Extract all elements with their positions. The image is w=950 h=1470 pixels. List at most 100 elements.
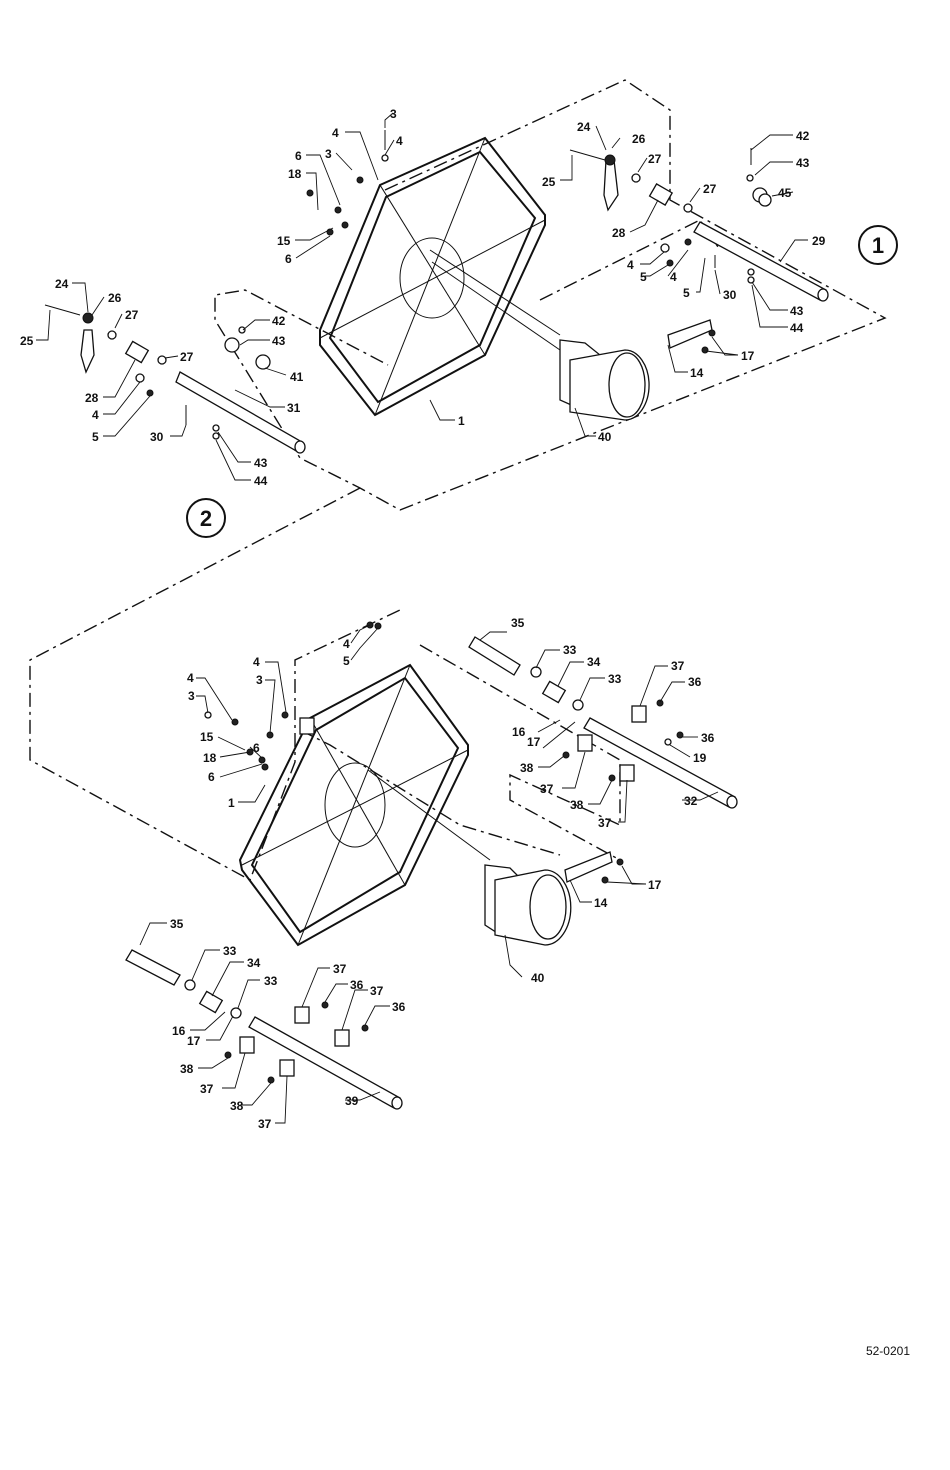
- part-label: 14: [594, 896, 608, 910]
- part-label: 38: [570, 798, 584, 812]
- part-label: 15: [277, 234, 291, 248]
- part-label: 6: [285, 252, 292, 266]
- part-label: 30: [150, 430, 164, 444]
- part-label: 38: [180, 1062, 194, 1076]
- part-label: 37: [258, 1117, 272, 1131]
- part-label: 36: [392, 1000, 406, 1014]
- boundary-line-assembly-3: [420, 645, 620, 860]
- part-label: 44: [790, 321, 804, 335]
- document-reference-number: 52-0201: [866, 1344, 910, 1358]
- lower-octagon-frame: [240, 665, 468, 945]
- part-label: 6: [253, 741, 260, 755]
- part-label: 28: [612, 226, 626, 240]
- part-label: 4: [343, 637, 350, 651]
- part-label: 33: [264, 974, 278, 988]
- part-label: 24: [55, 277, 69, 291]
- part-label: 33: [223, 944, 237, 958]
- part-label: 38: [520, 761, 534, 775]
- lower-frame-hardware: [205, 622, 381, 770]
- part-label: 30: [723, 288, 737, 302]
- boundary-line-assembly-2: [30, 488, 400, 880]
- part-label: 27: [180, 350, 194, 364]
- part-label: 32: [684, 794, 698, 808]
- upper-hardware-right: [570, 148, 771, 283]
- part-label: 33: [563, 643, 577, 657]
- part-label: 27: [703, 182, 717, 196]
- part-label: 37: [370, 984, 384, 998]
- part-label: 4: [187, 671, 194, 685]
- part-label: 1: [458, 414, 465, 428]
- part-label: 37: [540, 782, 554, 796]
- part-label: 17: [527, 735, 541, 749]
- part-label: 3: [188, 689, 195, 703]
- part-label: 6: [208, 770, 215, 784]
- part-label: 4: [92, 408, 99, 422]
- part-label: 4: [627, 258, 634, 272]
- part-label: 37: [598, 816, 612, 830]
- part-label: 6: [295, 149, 302, 163]
- part-label: 25: [20, 334, 34, 348]
- part-label: 25: [542, 175, 556, 189]
- part-label: 17: [648, 878, 662, 892]
- part-label: 38: [230, 1099, 244, 1113]
- upper-frame-hardware: [307, 130, 388, 235]
- part-label: 42: [272, 314, 286, 328]
- upper-bracket-14: [668, 320, 715, 353]
- part-label: 31: [287, 401, 301, 415]
- part-label: 43: [790, 304, 804, 318]
- upper-octagon-frame: [320, 138, 545, 415]
- part-label: 33: [608, 672, 622, 686]
- part-label: 1: [228, 796, 235, 810]
- part-label: 19: [693, 751, 707, 765]
- part-label: 29: [812, 234, 826, 248]
- assembly-callout-2-label: 2: [200, 506, 212, 531]
- part-label: 24: [577, 120, 591, 134]
- part-label: 35: [170, 917, 184, 931]
- boundary-line-assembly-4: [300, 730, 560, 855]
- part-label: 16: [512, 725, 526, 739]
- part-label: 40: [531, 971, 545, 985]
- upper-shaft-29: [694, 222, 828, 301]
- part-label: 35: [511, 616, 525, 630]
- part-label: 40: [598, 430, 612, 444]
- part-label: 3: [390, 107, 397, 121]
- part-label: 43: [254, 456, 268, 470]
- part-label: 18: [288, 167, 302, 181]
- part-label: 17: [187, 1034, 201, 1048]
- assembly-callout-2: 2: [187, 499, 225, 537]
- part-label: 4: [332, 126, 339, 140]
- lower-drive-tube-40: [368, 770, 571, 945]
- part-label: 14: [690, 366, 704, 380]
- part-label: 36: [701, 731, 715, 745]
- part-label: 41: [290, 370, 304, 384]
- assembly-callout-1-label: 1: [872, 233, 884, 258]
- part-label: 15: [200, 730, 214, 744]
- part-label: 36: [688, 675, 702, 689]
- part-label: 42: [796, 129, 810, 143]
- part-label: 3: [256, 673, 263, 687]
- part-label: 45: [778, 186, 792, 200]
- part-label: 3: [325, 147, 332, 161]
- part-label: 5: [343, 654, 350, 668]
- part-label: 27: [648, 152, 662, 166]
- part-label: 17: [741, 349, 755, 363]
- assembly-callout-1: 1: [859, 226, 897, 264]
- part-label: 27: [125, 308, 139, 322]
- part-label: 26: [632, 132, 646, 146]
- part-label: 43: [796, 156, 810, 170]
- part-label: 44: [254, 474, 268, 488]
- part-label: 4: [396, 134, 403, 148]
- part-label: 5: [92, 430, 99, 444]
- part-label: 37: [200, 1082, 214, 1096]
- part-label: 26: [108, 291, 122, 305]
- left-upper-hardware: [45, 305, 305, 453]
- part-label: 34: [247, 956, 261, 970]
- part-label: 43: [272, 334, 286, 348]
- part-label: 28: [85, 391, 99, 405]
- part-label: 37: [333, 962, 347, 976]
- right-lower-shaft-32: [469, 637, 737, 808]
- part-label: 16: [172, 1024, 186, 1038]
- part-label: 4: [253, 655, 260, 669]
